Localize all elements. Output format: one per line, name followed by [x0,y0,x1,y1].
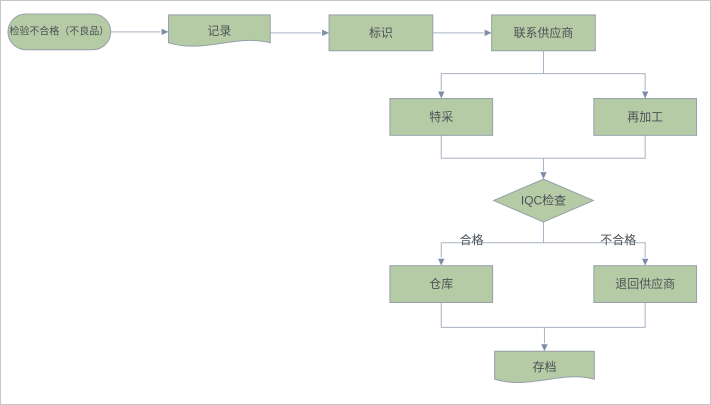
arrowhead-icon [322,29,330,37]
arrowhead-icon [484,29,492,37]
edge-contact-special [438,50,544,99]
node-label: 退回供应商 [615,276,675,291]
connector-line [440,302,545,344]
edge-label-pass: 合格 [460,232,484,247]
connector-line [542,135,646,172]
node-label: 标识 [369,26,393,40]
node-return-supplier[interactable]: 退回供应商 [593,265,698,304]
connector-line [440,50,544,91]
edge-special-iqc [440,135,544,159]
process-shape [328,14,434,52]
process-shape [389,98,494,136]
edge-contact-rework [543,73,649,99]
process-shape [593,98,698,136]
arrowhead-icon [541,344,548,352]
edge-rework-iqc [540,135,646,180]
process-shape [491,14,596,52]
node-label: 记录 [207,24,231,38]
node-label: 检验不合格（不良品） [10,24,110,37]
arrowhead-icon [641,258,649,266]
node-label: IQC检查 [521,193,566,208]
connector-line [543,242,646,258]
node-label: 存档 [533,360,557,374]
edge-return-archive [544,302,646,328]
connector-line [440,221,544,258]
connector-line [440,135,544,159]
edge-record-mark [270,29,330,37]
node-warehouse[interactable]: 仓库 [389,265,494,304]
arrowhead-icon [438,91,445,99]
terminator-shape [7,13,112,51]
node-contact-supplier[interactable]: 联系供应商 [491,14,596,52]
node-record[interactable]: 记录 [168,14,271,47]
edge-warehouse-archive [440,302,548,352]
document-shape [494,350,595,383]
node-label: 联系供应商 [514,25,574,40]
document-shape [168,14,271,47]
edge-start-record [110,28,169,36]
node-start[interactable]: 检验不合格（不良品） [7,13,112,51]
node-label: 仓库 [429,276,453,291]
connector-line [543,73,646,91]
node-rework[interactable]: 再加工 [593,98,698,136]
edge-iqc-warehouse: 合格 [438,221,544,266]
arrowhead-icon [641,91,649,99]
arrowhead-icon [161,28,169,36]
node-special-acceptance[interactable]: 特采 [389,98,494,136]
edge-label-fail: 不合格 [600,232,636,247]
node-label: 特采 [429,109,453,124]
arrowhead-icon [438,258,445,266]
node-mark[interactable]: 标识 [328,14,434,52]
edge-iqc-return: 不合格 [543,232,649,266]
node-iqc-check[interactable]: IQC检查 [492,178,595,223]
process-shape [389,265,494,304]
process-shape [593,265,698,304]
decision-shape [492,178,595,223]
arrowhead-icon [540,172,547,180]
connector-line [544,302,646,328]
edge-mark-contact [432,29,492,37]
node-label: 再加工 [627,110,663,124]
node-archive[interactable]: 存档 [494,350,595,383]
